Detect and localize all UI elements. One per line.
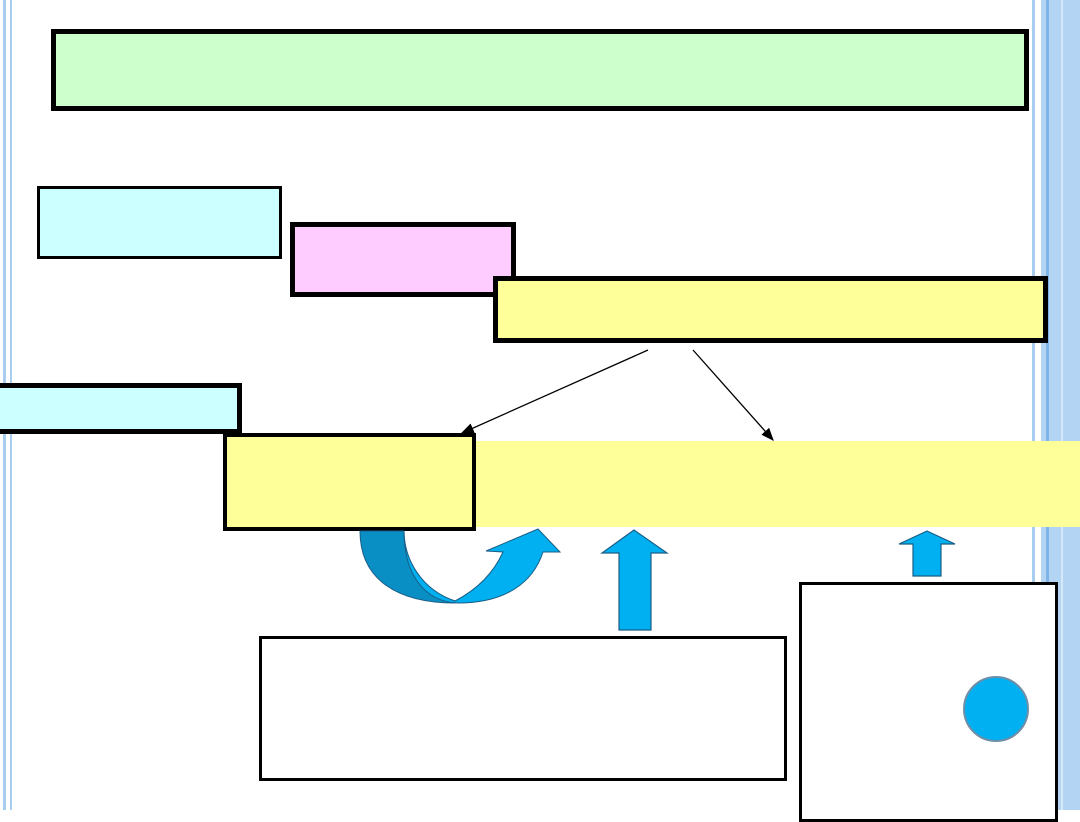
- frame-band-stripe-dark: [1046, 0, 1049, 810]
- frame-band-stripe-light: [1061, 0, 1063, 810]
- cyan-box-left: [0, 383, 242, 434]
- title-box: [51, 29, 1029, 111]
- up-arrow-icon: [600, 529, 669, 631]
- yellow-box-small: [223, 433, 476, 531]
- yellow-band: [470, 441, 1080, 527]
- connector-arrow-left: [460, 349, 649, 434]
- cyan-box-top: [37, 186, 282, 259]
- frame-line-right: [1032, 0, 1035, 810]
- connector-arrow-right: [692, 349, 774, 441]
- yellow-box-wide: [493, 276, 1048, 343]
- pink-box: [290, 222, 516, 297]
- blue-circle-marker: [963, 676, 1029, 742]
- up-arrow-icon: [898, 530, 956, 577]
- white-box-wide: [259, 636, 787, 781]
- curved-arrow-icon: [359, 528, 562, 604]
